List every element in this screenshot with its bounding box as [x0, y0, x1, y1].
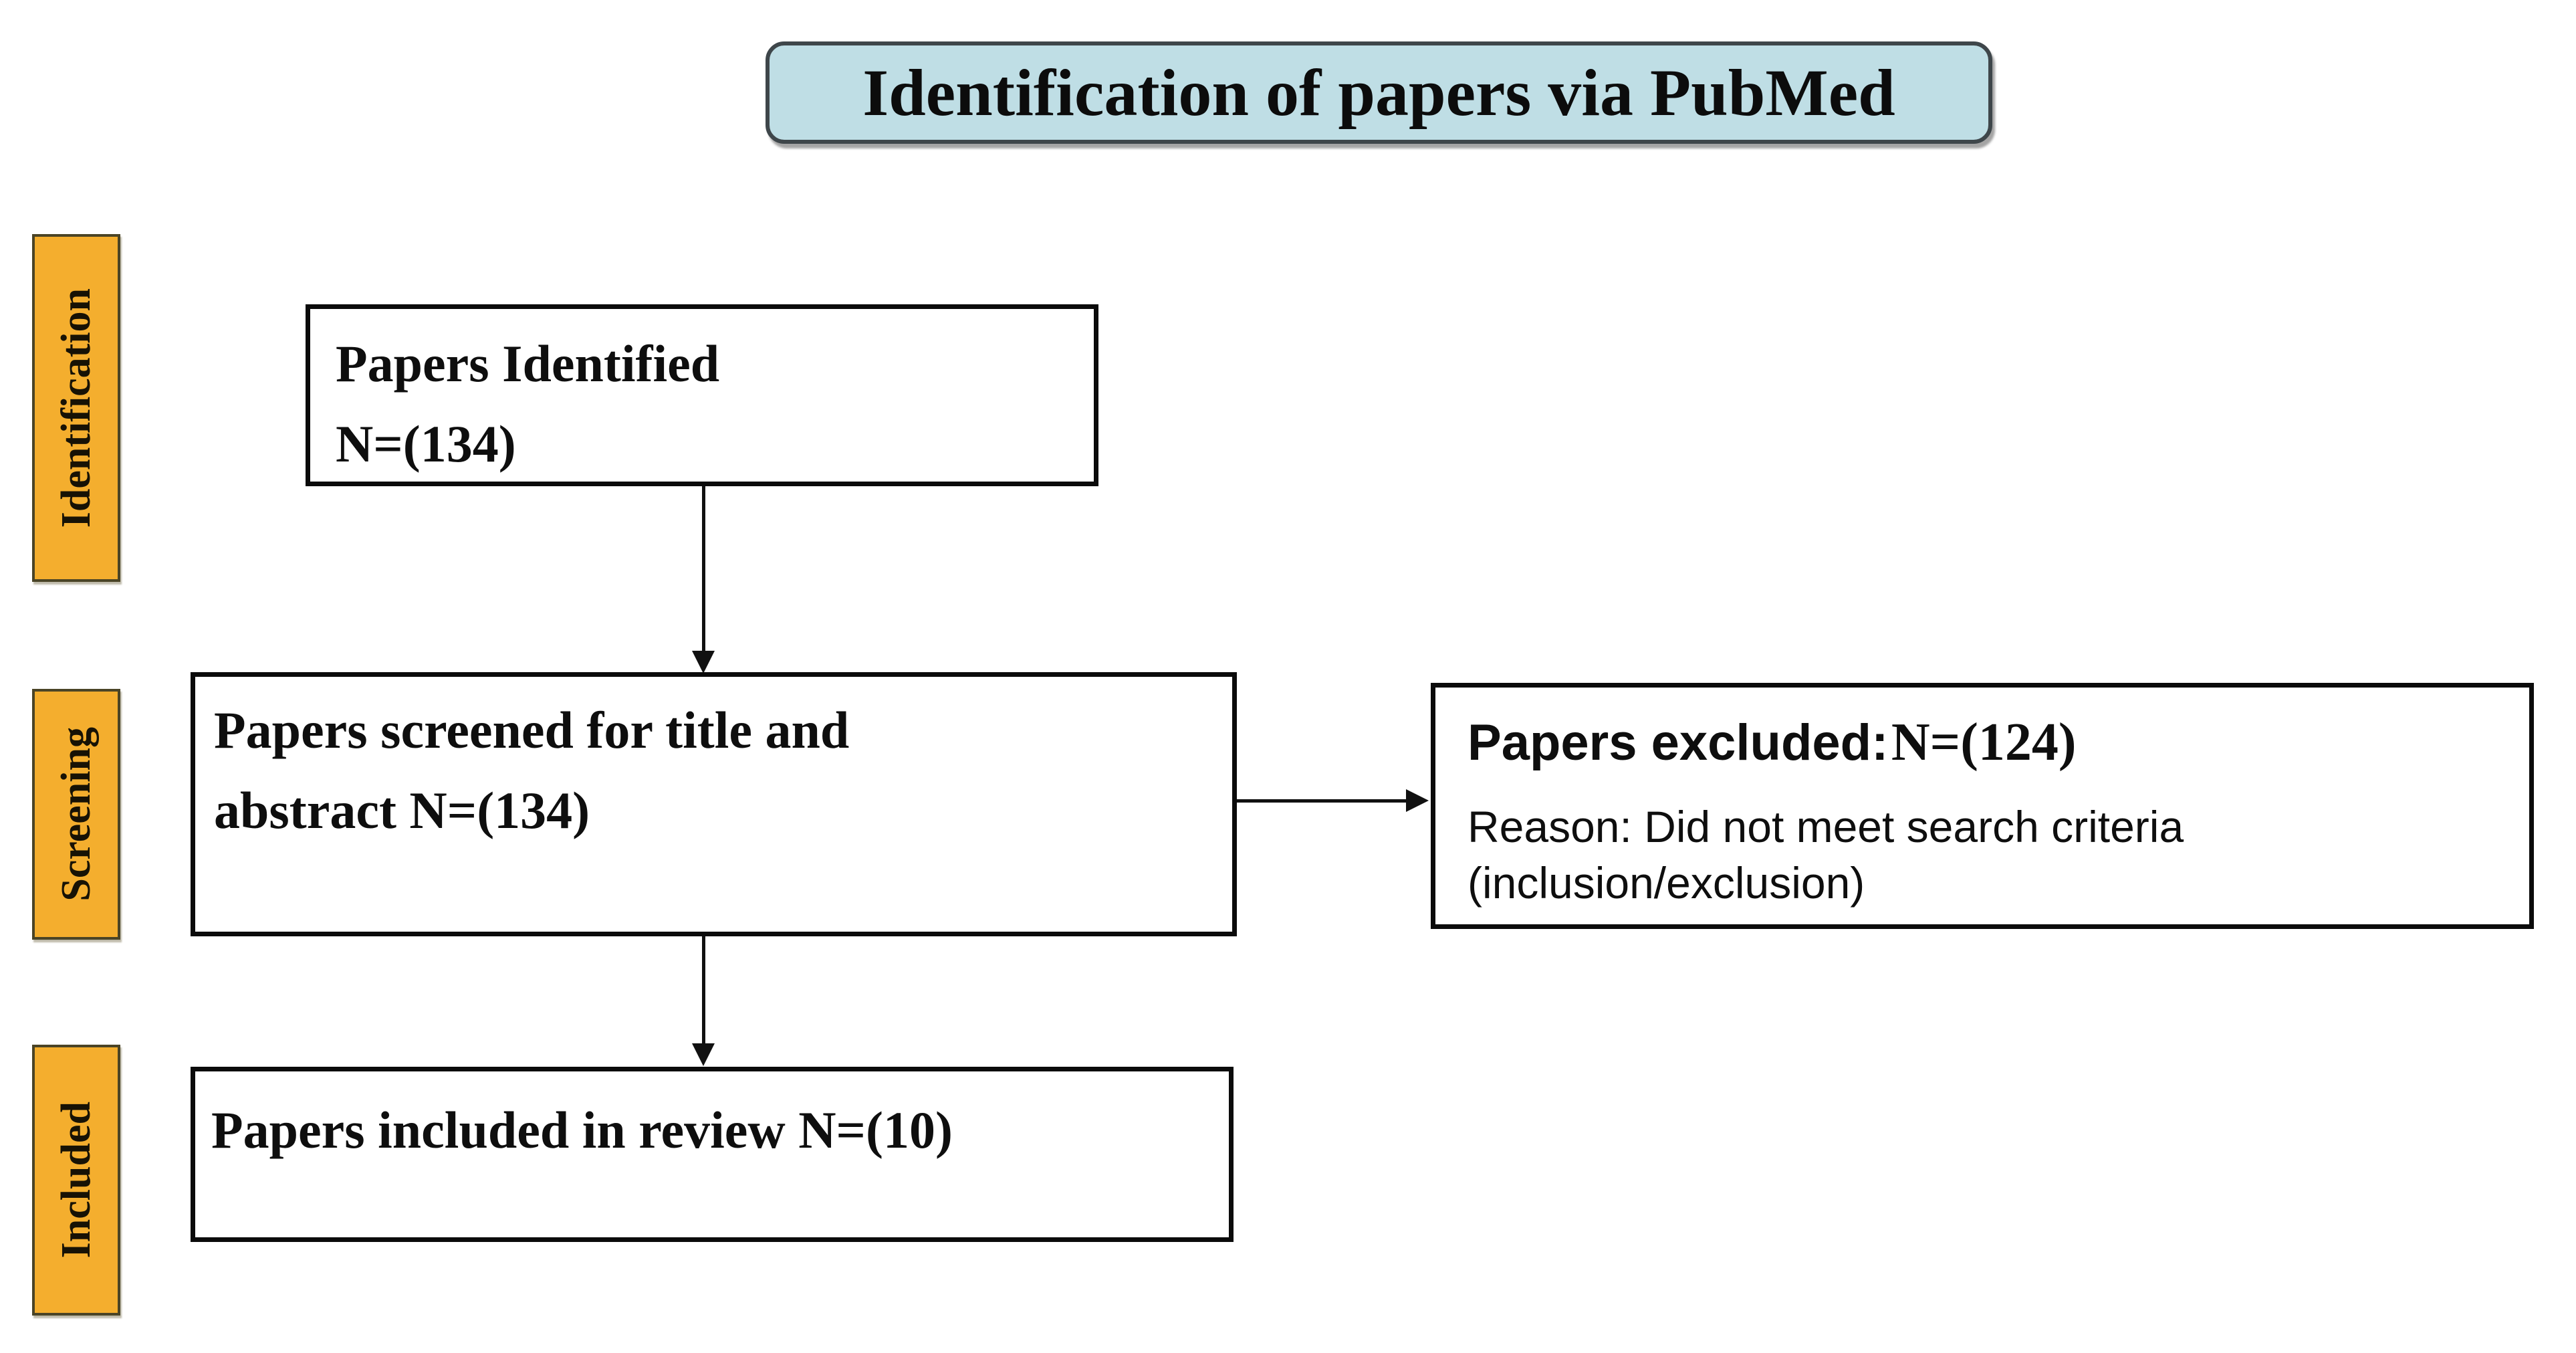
arrow-screened-to-included [702, 936, 705, 1045]
arrow-identified-to-screened [702, 486, 705, 653]
included-line-1: Papers included in review N=(10) [211, 1101, 953, 1159]
excluded-heading-line: Papers excluded: N=(124) [1468, 708, 2516, 792]
stage-label-screening-text: Screening [53, 727, 99, 902]
arrowhead-down-icon [692, 1043, 715, 1066]
excluded-heading: Papers excluded: [1468, 714, 1889, 771]
stage-label-screening: Screening [32, 689, 120, 940]
arrowhead-down-icon [692, 651, 715, 673]
excluded-reason-line-1: Reason: Did not meet search criteria [1468, 802, 2184, 851]
page-title: Identification of papers via PubMed [862, 56, 1895, 130]
screened-line-2: abstract N=(134) [214, 781, 590, 839]
stage-label-included: Included [32, 1045, 120, 1316]
flow-box-identified: Papers Identified N=(134) [306, 304, 1098, 486]
flow-box-included: Papers included in review N=(10) [191, 1067, 1234, 1242]
excluded-reason-line-2: (inclusion/exclusion) [1468, 858, 1865, 908]
excluded-count: N=(124) [1891, 713, 2077, 772]
flow-box-excluded: Papers excluded: N=(124) Reason: Did not… [1431, 683, 2534, 929]
screened-line-1: Papers screened for title and [214, 701, 850, 759]
stage-label-identification-text: Identification [53, 288, 99, 528]
stage-label-included-text: Included [53, 1102, 99, 1259]
identified-line-1: Papers Identified [336, 334, 720, 393]
arrow-screened-to-excluded [1237, 799, 1407, 803]
identified-line-2: N=(134) [336, 415, 516, 473]
flow-box-screened: Papers screened for title and abstract N… [191, 672, 1237, 936]
stage-label-identification: Identification [32, 234, 120, 582]
arrowhead-right-icon [1406, 789, 1429, 812]
title-box: Identification of papers via PubMed [766, 41, 1992, 144]
